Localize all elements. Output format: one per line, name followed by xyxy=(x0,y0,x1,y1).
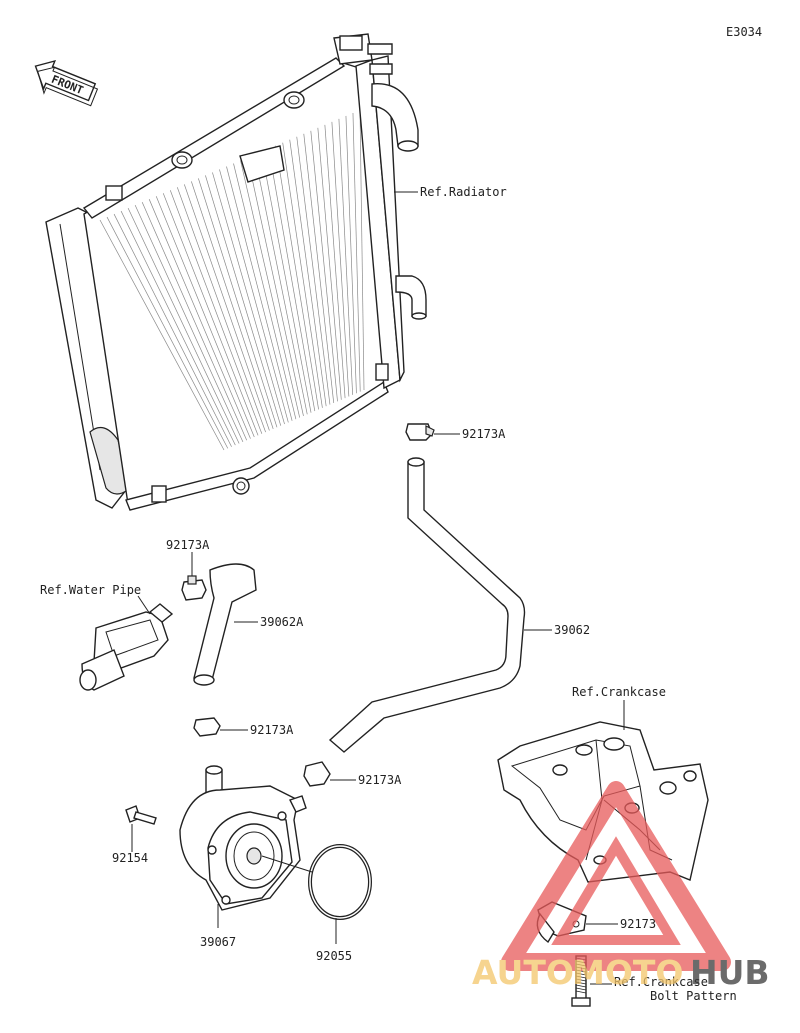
radiator-core-fins xyxy=(99,109,365,451)
part-92154: 92154 xyxy=(112,851,148,865)
oil-cooler xyxy=(179,765,307,911)
part-39062a: 39062A xyxy=(260,615,304,629)
radiator xyxy=(45,33,427,511)
ref-crankcase-label: Ref.Crankcase xyxy=(572,685,666,699)
diagram-code: E3034 xyxy=(726,25,762,39)
part-92173a-short-lower: 92173A xyxy=(250,723,294,737)
watermark-text-moto: MOTO xyxy=(572,953,683,992)
bolt xyxy=(125,805,157,825)
clamp-water-pipe xyxy=(181,575,207,601)
hose-long xyxy=(328,457,526,753)
clamp-upper xyxy=(405,423,435,441)
o-ring xyxy=(308,844,372,920)
part-39067: 39067 xyxy=(200,935,236,949)
hose-short xyxy=(193,563,257,686)
water-pipe xyxy=(79,603,174,691)
clamp-hose-short-lower xyxy=(193,717,221,737)
ref-crankcase-bolt-line2: Bolt Pattern xyxy=(650,989,737,1003)
part-92173a-long-lower: 92173A xyxy=(358,773,402,787)
watermark-text-auto: AUTO xyxy=(472,953,574,992)
part-39062: 39062 xyxy=(554,623,590,637)
part-92173: 92173 xyxy=(620,917,656,931)
part-92055: 92055 xyxy=(316,949,352,963)
ref-radiator-label: Ref.Radiator xyxy=(420,185,507,199)
ref-crankcase-bolt-line1: Ref.Crankcase xyxy=(614,975,708,989)
ref-water-pipe-label: Ref.Water Pipe xyxy=(40,583,141,597)
clamp-hose-long-lower xyxy=(303,761,331,787)
front-direction-arrow-icon: FRONT xyxy=(34,59,99,107)
watermark-logo: AUTO MOTO HUB xyxy=(472,781,770,992)
part-92173a-upper: 92173A xyxy=(462,427,506,441)
watermark-text-hub: HUB xyxy=(690,953,770,992)
part-92173a-water-pipe: 92173A xyxy=(166,538,210,552)
